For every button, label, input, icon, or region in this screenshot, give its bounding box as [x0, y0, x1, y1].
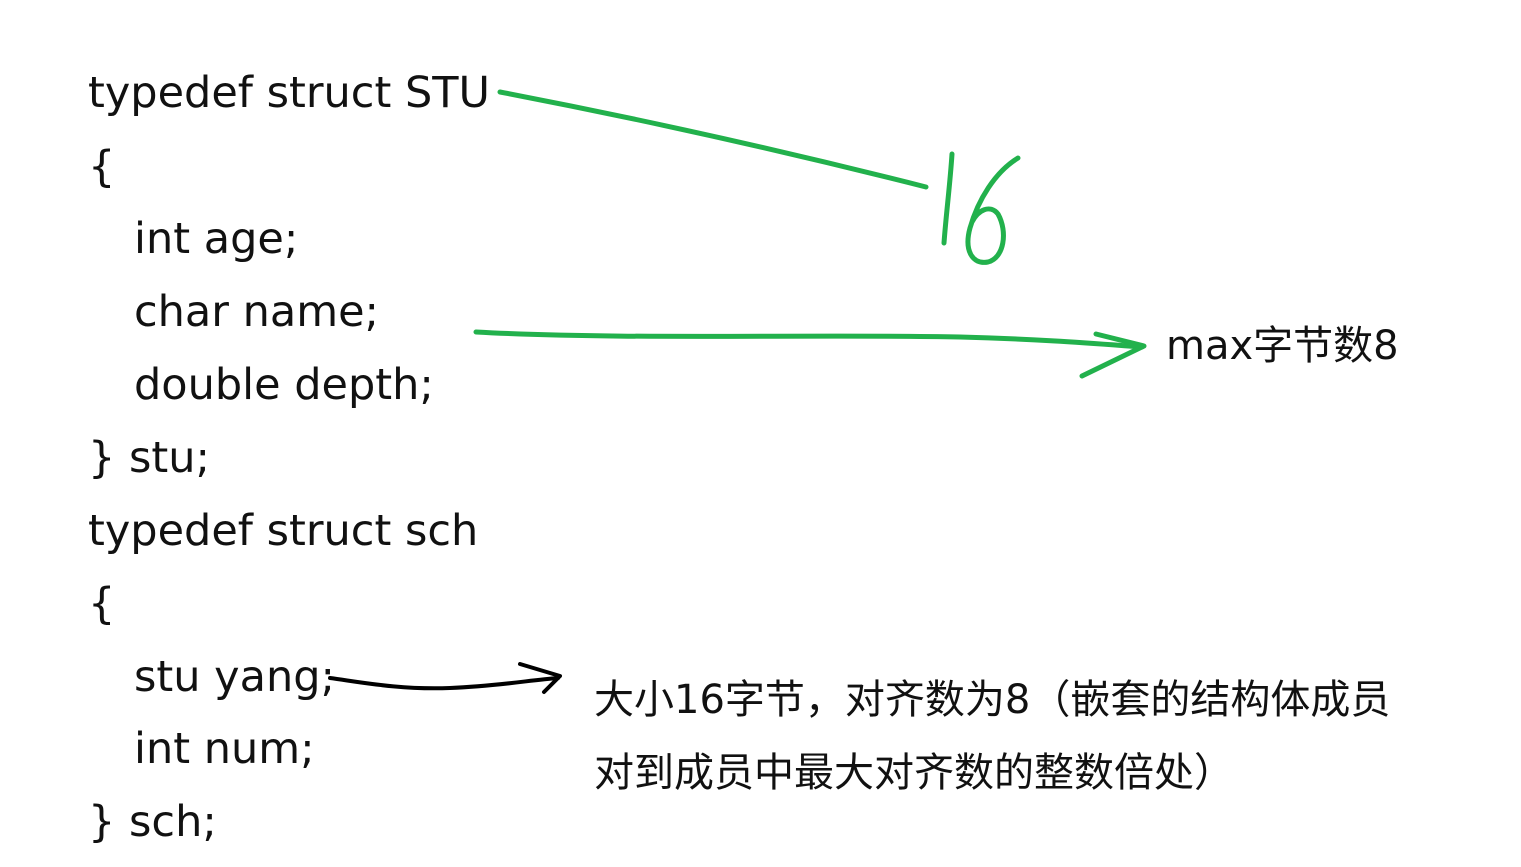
code-line: { [88, 579, 116, 629]
green-arrow [473, 329, 1147, 379]
code-line: { [88, 142, 116, 192]
black-arrow-shaft [328, 676, 560, 691]
code-line: stu yang; [134, 652, 336, 702]
code-line: typedef struct STU [88, 68, 491, 118]
code-line: double depth; [134, 360, 434, 410]
handwritten-digit-6 [965, 155, 1021, 265]
max-bytes-note: max字节数8 [1166, 323, 1399, 369]
green-pointer-line [497, 89, 929, 190]
handwritten-digit-1 [941, 151, 955, 246]
nested-note-line-1: 大小16字节，对齐数为8（嵌套的结构体成员 [594, 677, 1391, 723]
code-line: char name; [134, 287, 380, 337]
nested-note-line-2: 对到成员中最大对齐数的整数倍处） [594, 750, 1234, 796]
code-line: int age; [134, 214, 299, 264]
code-line: } sch; [88, 797, 217, 847]
black-arrow [328, 662, 562, 694]
code-line: } stu; [88, 433, 211, 483]
green-arrow-shaft [473, 329, 1145, 350]
code-line: typedef struct sch [88, 506, 479, 556]
code-line: int num; [134, 724, 315, 774]
black-arrow-head [518, 662, 562, 694]
handwritten-16 [941, 151, 1021, 265]
green-arrow-head [1079, 331, 1147, 379]
